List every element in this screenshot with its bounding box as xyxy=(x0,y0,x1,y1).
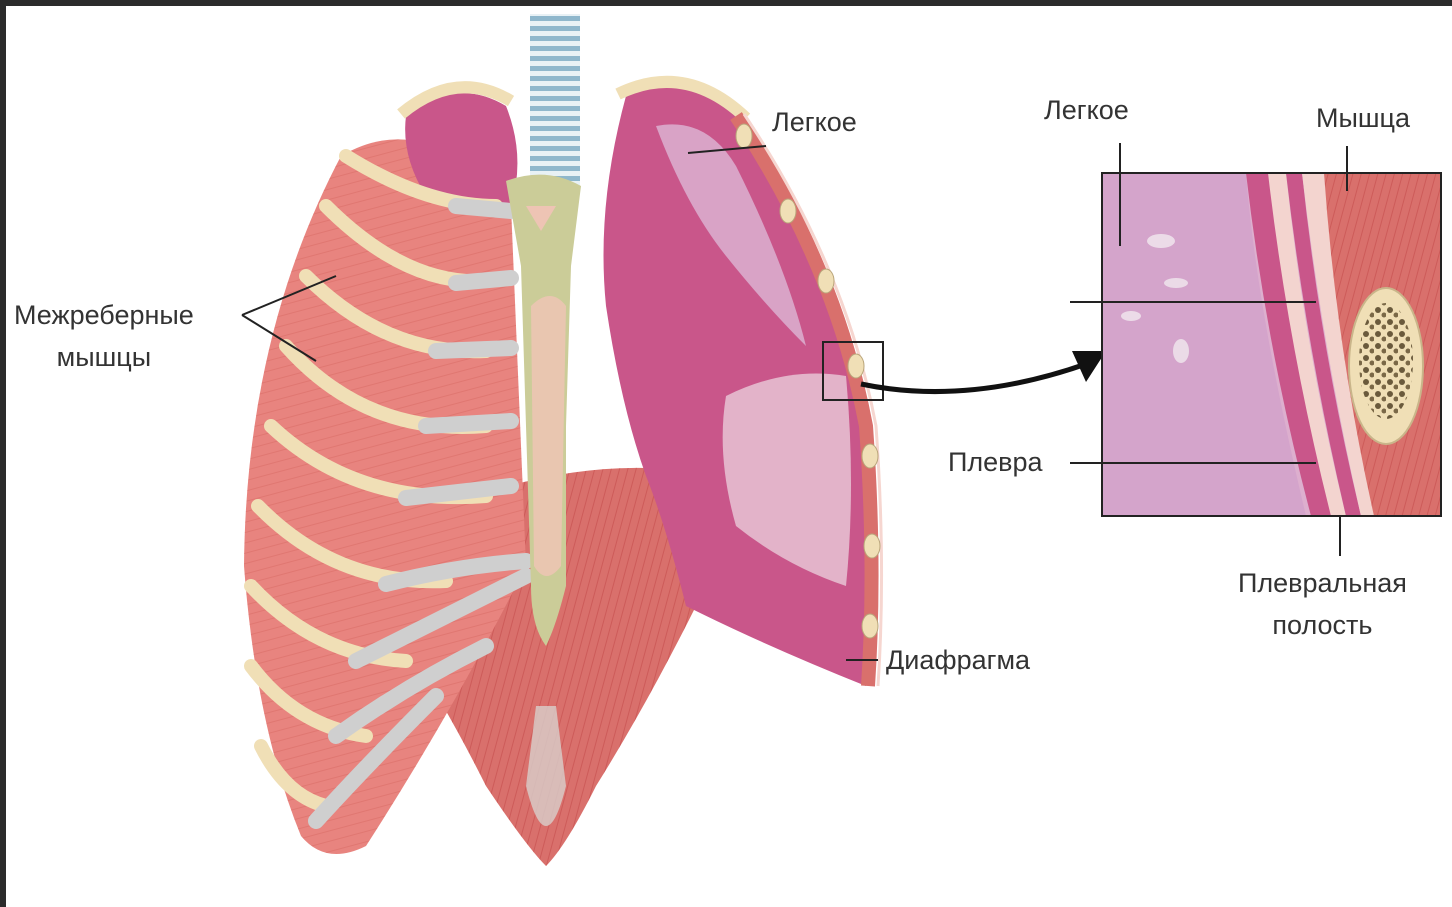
label-pleural-cavity-line1: Плевральная xyxy=(1238,563,1407,605)
label-muscle: Мышца xyxy=(1316,98,1410,140)
label-inset-lung: Легкое xyxy=(1044,90,1129,132)
diagram-canvas: Легкое Межреберные мышцы Диафрагма Легко… xyxy=(6,6,1452,907)
anatomy-illustration xyxy=(6,6,1452,907)
label-intercostal-line2: мышцы xyxy=(14,337,194,379)
label-diaphragm: Диафрагма xyxy=(886,640,1030,682)
trachea xyxy=(530,14,580,189)
label-pleural-cavity: Плевральная полость xyxy=(1238,563,1407,647)
zoom-arrow xyxy=(861,351,1106,392)
label-lung: Легкое xyxy=(772,102,857,144)
label-pleural-cavity-line2: полость xyxy=(1238,605,1407,647)
label-intercostal-line1: Межреберные xyxy=(14,295,194,337)
label-intercostal-muscles: Межреберные мышцы xyxy=(14,295,194,379)
label-pleura: Плевра xyxy=(948,442,1043,484)
inset-detail xyxy=(1102,173,1441,516)
